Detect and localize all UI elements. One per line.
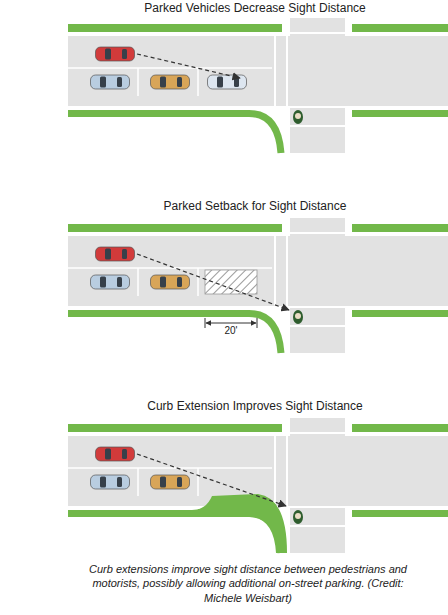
- panel-setback: [68, 218, 448, 353]
- dimension-label: 20': [223, 325, 238, 336]
- panel-heading: Parked Vehicles Decrease Sight Distance: [144, 1, 365, 15]
- figure-caption: Curb extensions improve sight distance b…: [78, 562, 418, 605]
- panel-curb-extension: [68, 418, 448, 553]
- panel-heading: Curb Extension Improves Sight Distance: [147, 399, 362, 413]
- panel-parked: [68, 18, 448, 153]
- panel-heading: Parked Setback for Sight Distance: [164, 199, 347, 213]
